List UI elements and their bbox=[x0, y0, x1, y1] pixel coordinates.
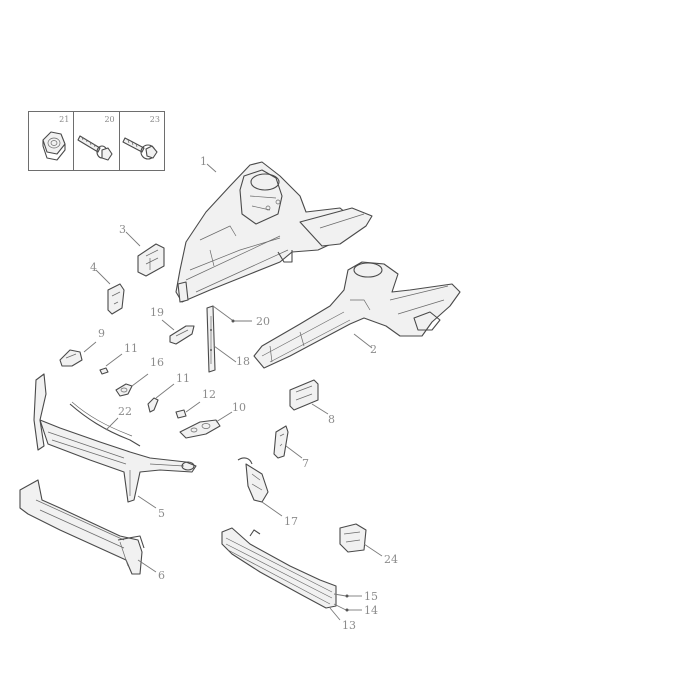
part-14-clip bbox=[147, 397, 159, 413]
callout-9: 9 bbox=[98, 327, 105, 340]
part-9-bracket bbox=[59, 349, 83, 367]
callout-13: 16 bbox=[150, 356, 164, 369]
part-20-cable-strap bbox=[69, 401, 141, 447]
callout-6: 6 bbox=[158, 569, 165, 582]
legend-cell-bolt: 20 bbox=[74, 112, 120, 170]
part-10-reinforcement bbox=[179, 419, 221, 439]
flange-bolt-icon bbox=[122, 137, 158, 160]
nut-icon bbox=[42, 131, 66, 161]
part-6-radiator-support-lower bbox=[19, 479, 145, 575]
part-4-bracket bbox=[107, 283, 125, 315]
callout-4: 4 bbox=[90, 261, 97, 274]
callout-11a: 11 bbox=[124, 342, 138, 355]
hardware-legend: 21 20 23 bbox=[28, 111, 165, 171]
callout-12: 12 bbox=[202, 388, 216, 401]
part-5-radiator-support-upper bbox=[33, 373, 197, 503]
part-14-crash-plate bbox=[237, 457, 269, 503]
legend-number: 23 bbox=[149, 115, 160, 124]
leader-lines bbox=[83, 163, 383, 621]
legend-cell-nut: 21 bbox=[29, 112, 75, 170]
callout-5: 5 bbox=[158, 507, 165, 520]
part-8-bracket bbox=[289, 379, 319, 411]
part-16-bracket bbox=[169, 325, 195, 345]
callout-22: 20 bbox=[256, 315, 270, 328]
callout-24: 24 bbox=[384, 553, 398, 566]
callout-15: 18 bbox=[236, 355, 250, 368]
callout-18: 14 bbox=[364, 604, 378, 617]
callout-16: 19 bbox=[150, 306, 164, 319]
part-12-clip bbox=[175, 409, 187, 419]
callout-17: 15 bbox=[364, 590, 378, 603]
callout-3: 3 bbox=[119, 223, 126, 236]
callout-19: 13 bbox=[342, 619, 356, 632]
callout-14: 17 bbox=[284, 515, 298, 528]
part-24-end-plate bbox=[339, 523, 367, 553]
part-1-left-rail bbox=[175, 161, 373, 303]
part-19-bumper-beam bbox=[221, 527, 337, 609]
part-7-bracket bbox=[273, 425, 289, 459]
legend-number: 21 bbox=[59, 115, 70, 124]
bolt-washer-icon bbox=[77, 135, 113, 161]
legend-number: 20 bbox=[104, 115, 115, 124]
part-15-vertical-brace bbox=[206, 305, 216, 373]
callout-20: 22 bbox=[118, 405, 132, 418]
part-3-bracket bbox=[137, 243, 165, 277]
callout-8: 8 bbox=[328, 413, 335, 426]
callout-2: 2 bbox=[370, 343, 377, 356]
part-11-clip bbox=[99, 367, 109, 375]
part-2-right-rail bbox=[253, 261, 461, 369]
legend-cell-flange-bolt: 23 bbox=[120, 112, 164, 170]
part-13-hook-bracket bbox=[115, 383, 133, 397]
callout-1: 1 bbox=[200, 155, 207, 168]
callout-10: 10 bbox=[232, 401, 246, 414]
callout-7: 7 bbox=[302, 457, 309, 470]
callout-11b: 11 bbox=[176, 372, 190, 385]
